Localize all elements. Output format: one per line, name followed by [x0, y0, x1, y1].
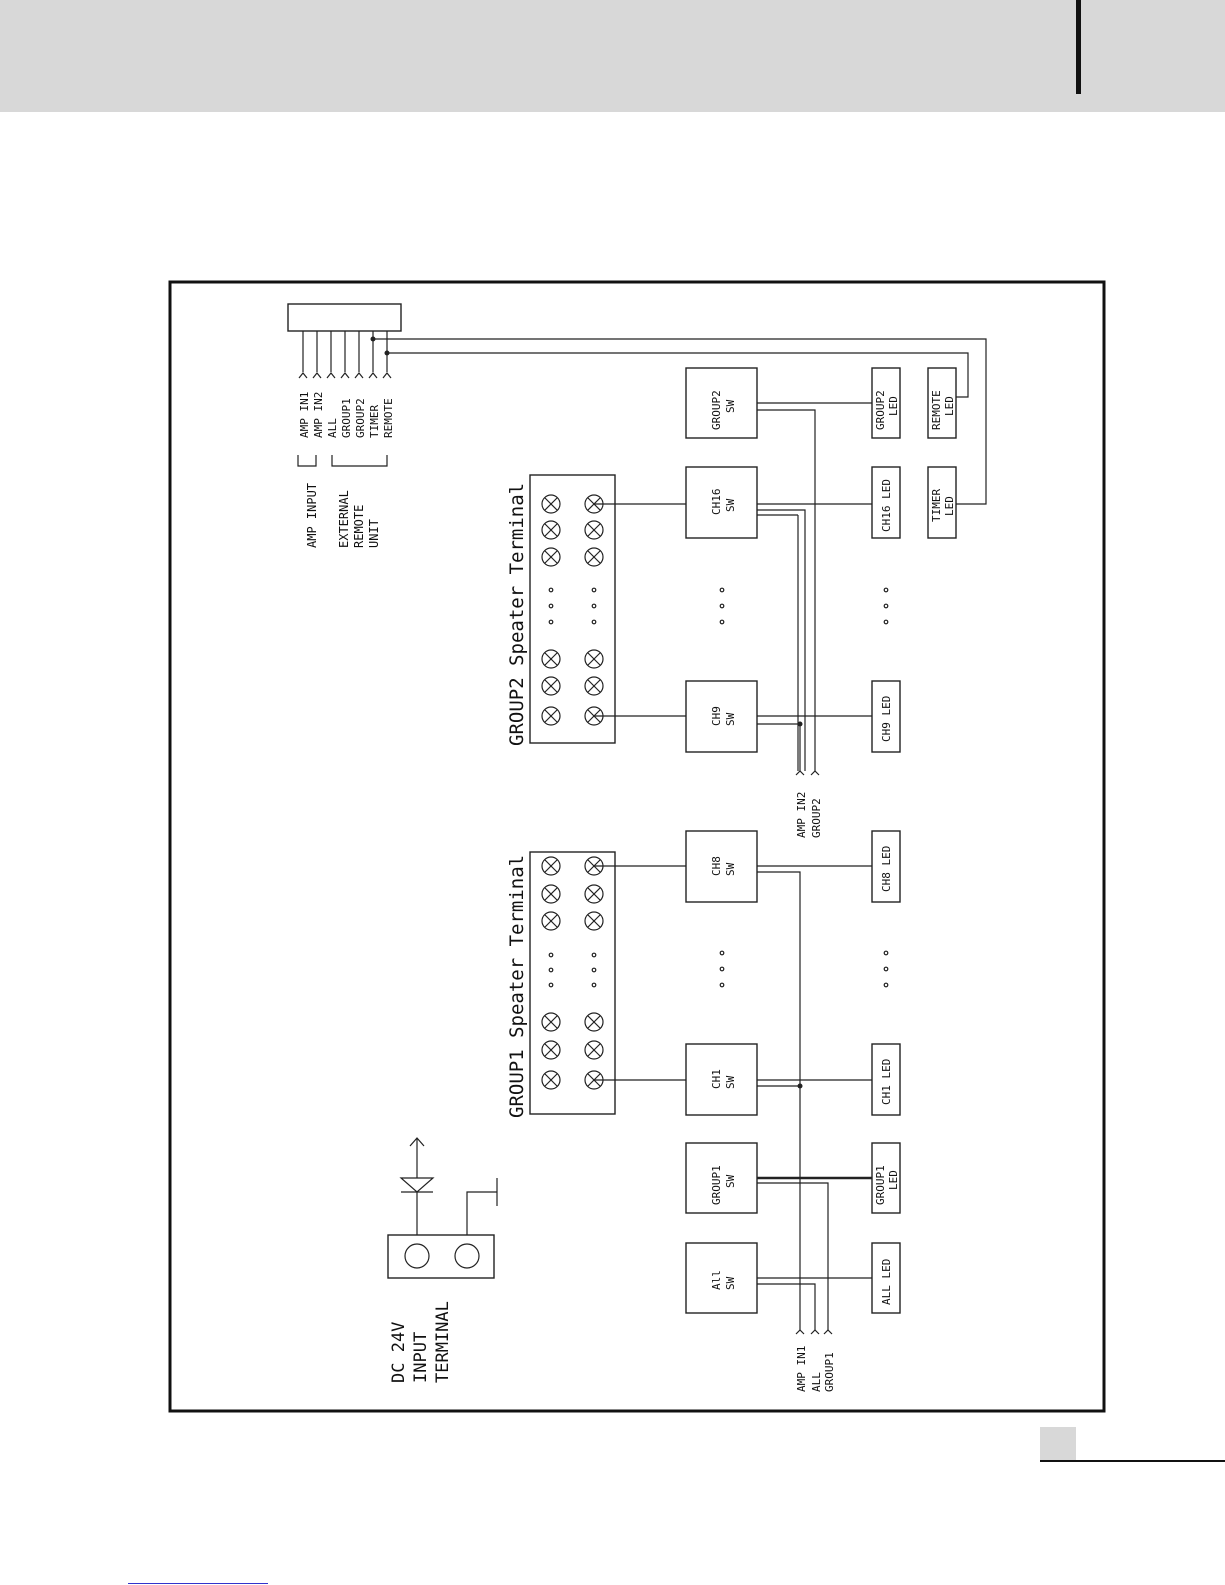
bus-bottom-arrows: [795, 1329, 833, 1335]
dc-input-terminal: [387, 1137, 498, 1279]
svg-text:TIMER: TIMER: [368, 405, 381, 438]
svg-text:CH9: CH9: [710, 706, 723, 726]
switch-ch9: CH9 SW: [685, 680, 758, 753]
svg-text:SW: SW: [724, 862, 737, 876]
diagram-frame: [168, 280, 1106, 1413]
svg-text:SW: SW: [724, 712, 737, 726]
svg-text:GROUP2: GROUP2: [810, 798, 823, 838]
header-band: [0, 0, 1225, 112]
led-all: ALL LED: [871, 1242, 901, 1314]
page-number-box: [1040, 1427, 1076, 1461]
header-accent-bar: [1076, 0, 1081, 94]
svg-text:ALL: ALL: [810, 1372, 823, 1392]
group1-terminal-title: GROUP1 Speater Terminal: [506, 855, 528, 1118]
switch-group2: GROUP2 SW: [685, 367, 758, 439]
switch-ch1: CH1 SW: [685, 1043, 758, 1116]
terminal-to-switch-wires: [594, 503, 686, 1081]
svg-text:GROUP2: GROUP2: [354, 398, 367, 438]
svg-text:CH16 LED: CH16 LED: [880, 479, 893, 532]
svg-text:REMOTE: REMOTE: [352, 505, 366, 548]
svg-text:SW: SW: [724, 1174, 737, 1188]
led-timer: TIMER LED: [927, 466, 957, 539]
svg-text:EXTERNAL: EXTERNAL: [337, 490, 351, 548]
svg-text:GROUP1: GROUP1: [823, 1352, 836, 1392]
bus-middle-labels: AMP IN2 GROUP2: [795, 792, 823, 838]
external-remote-label: EXTERNAL REMOTE UNIT: [337, 490, 381, 548]
connector-pin-lines: [298, 331, 392, 379]
remote-led-wire: [387, 352, 969, 398]
svg-text:CH16: CH16: [710, 489, 723, 516]
svg-text:ALL: ALL: [326, 418, 339, 438]
bus-middle-arrows: [795, 770, 820, 776]
page-number-rule: [1040, 1460, 1225, 1462]
group2-terminal-title: GROUP2 Speater Terminal: [506, 483, 528, 746]
svg-text:SW: SW: [724, 399, 737, 413]
svg-text:CH9 LED: CH9 LED: [880, 696, 893, 742]
svg-text:All: All: [710, 1270, 723, 1290]
svg-text:CH8 LED: CH8 LED: [880, 846, 893, 892]
svg-text:SW: SW: [724, 498, 737, 512]
svg-text:LED: LED: [943, 496, 956, 516]
led-remote: REMOTE LED: [927, 367, 957, 439]
footer-link-rule: [128, 1583, 268, 1584]
dc-input-label: DC 24V INPUT TERMINAL: [389, 1301, 453, 1383]
svg-text:GROUP1: GROUP1: [340, 398, 353, 438]
switch-all: All SW: [685, 1242, 758, 1314]
svg-text:AMP IN2: AMP IN2: [795, 792, 808, 838]
svg-text:GROUP1: GROUP1: [710, 1165, 723, 1205]
amp-input-label: AMP INPUT: [305, 483, 319, 548]
group2-bus-wires: [757, 409, 816, 771]
led-ch16: CH16 LED: [871, 466, 901, 539]
svg-text:CH1: CH1: [710, 1069, 723, 1089]
remote-connector: [287, 303, 402, 332]
svg-text:LED: LED: [943, 396, 956, 416]
svg-text:SW: SW: [724, 1075, 737, 1089]
group1-terminal-block: [529, 851, 616, 1115]
svg-text:AMP IN1: AMP IN1: [298, 392, 311, 438]
svg-text:AMP IN2: AMP IN2: [312, 392, 325, 438]
svg-text:REMOTE: REMOTE: [382, 398, 395, 438]
svg-text:ALL LED: ALL LED: [880, 1259, 893, 1305]
group1-bus-wires: [757, 871, 829, 1330]
connector-pin-labels: AMP IN1 AMP IN2 ALL GROUP1 GROUP2 TIMER …: [298, 392, 395, 438]
bus-bottom-labels: AMP IN1 ALL GROUP1: [795, 1346, 836, 1392]
svg-text:INPUT: INPUT: [411, 1332, 431, 1383]
group1-terminal-screws: [541, 856, 604, 1090]
svg-text:GROUP2: GROUP2: [710, 390, 723, 430]
led-group2: GROUP2 LED: [871, 367, 901, 439]
svg-text:REMOTE: REMOTE: [930, 390, 943, 430]
svg-text:UNIT: UNIT: [367, 519, 381, 548]
svg-text:CH1 LED: CH1 LED: [880, 1059, 893, 1105]
switch-group1: GROUP1 SW: [685, 1142, 758, 1214]
group2-terminal-screws: [541, 494, 604, 726]
svg-text:TERMINAL: TERMINAL: [433, 1301, 453, 1383]
led-ch8: CH8 LED: [871, 830, 901, 903]
svg-text:LED: LED: [887, 1170, 900, 1190]
led-ch9: CH9 LED: [871, 680, 901, 753]
group2-terminal-block: [529, 474, 616, 744]
svg-text:AMP IN1: AMP IN1: [795, 1346, 808, 1392]
svg-text:TIMER: TIMER: [930, 489, 943, 522]
switch-ch8: CH8 SW: [685, 830, 758, 903]
svg-text:GROUP2: GROUP2: [874, 390, 887, 430]
led-group1: GROUP1 LED: [871, 1142, 901, 1214]
switch-ch16: CH16 SW: [685, 466, 758, 539]
svg-text:SW: SW: [724, 1276, 737, 1290]
svg-text:LED: LED: [887, 396, 900, 416]
timer-led-wire: [373, 338, 987, 505]
svg-text:DC 24V: DC 24V: [389, 1322, 409, 1383]
ellipsis-dots: [548, 587, 889, 988]
led-ch1: CH1 LED: [871, 1043, 901, 1116]
svg-text:GROUP1: GROUP1: [874, 1165, 887, 1205]
connector-brackets: [297, 455, 388, 467]
svg-text:CH8: CH8: [710, 856, 723, 876]
